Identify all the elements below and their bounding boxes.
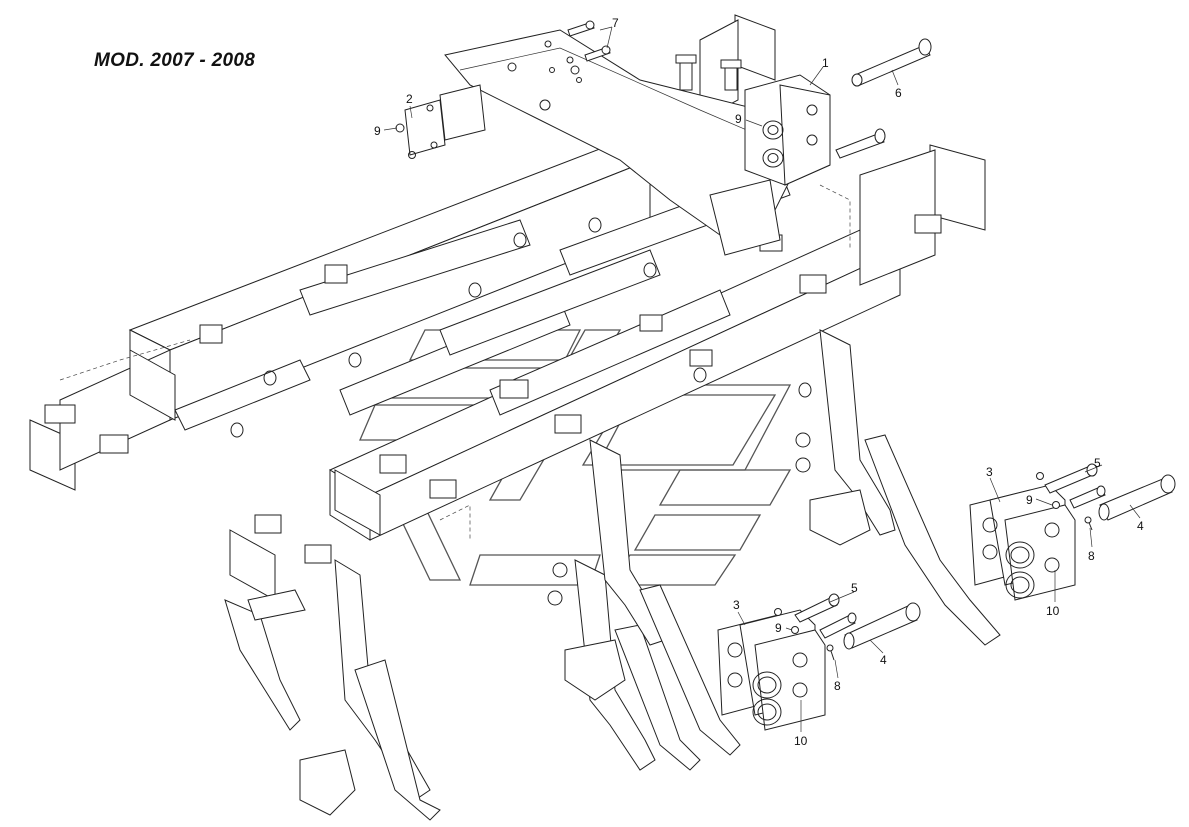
callout-10-lower: 10 xyxy=(794,734,808,748)
callout-4-lower: 4 xyxy=(880,653,887,667)
callout-9-right: 9 xyxy=(1026,493,1033,507)
shank-2 xyxy=(564,559,701,771)
left-mount-plate xyxy=(129,349,176,421)
pivot-assembly-lower xyxy=(717,593,921,731)
shank-3 xyxy=(589,439,741,756)
lower-mount-plate xyxy=(229,529,276,601)
callout-1: 1 xyxy=(822,56,829,70)
top-rear-tower xyxy=(734,14,776,81)
leader-lines xyxy=(383,26,1141,732)
cross-member-4 xyxy=(439,249,661,356)
callout-labels: 1 2 9 9 6 7 3 5 9 8 4 10 3 5 9 8 4 10 xyxy=(374,16,1144,748)
shank-1 xyxy=(299,559,441,821)
shank-4 xyxy=(809,329,1001,646)
main-frame-assembly xyxy=(29,14,986,606)
callout-2: 2 xyxy=(406,92,413,106)
hitch-bracket-assembly xyxy=(444,29,831,256)
shank-assemblies xyxy=(224,329,1001,821)
clamp-part-2 xyxy=(395,84,486,159)
callout-4-right: 4 xyxy=(1137,519,1144,533)
pivot-assembly-right xyxy=(969,463,1176,601)
callout-10-right: 10 xyxy=(1046,604,1060,618)
callout-9-top-right: 9 xyxy=(735,112,742,126)
diagram-title: MOD. 2007 - 2008 xyxy=(94,50,256,71)
callout-3-right: 3 xyxy=(986,465,993,479)
mid-mount-plate xyxy=(334,469,381,536)
pin-part-6 xyxy=(835,38,932,159)
callout-6: 6 xyxy=(895,86,902,100)
callout-5-right: 5 xyxy=(1094,456,1101,470)
callout-3-lower: 3 xyxy=(733,598,740,612)
callout-8-lower: 8 xyxy=(834,679,841,693)
bolts-part-7 xyxy=(544,20,611,83)
callout-8-right: 8 xyxy=(1088,549,1095,563)
shank-5 xyxy=(224,589,306,731)
callout-9-top-left: 9 xyxy=(374,124,381,138)
cross-member-2 xyxy=(299,219,531,316)
callout-9-lower: 9 xyxy=(775,621,782,635)
callout-7: 7 xyxy=(612,16,619,30)
callout-5-lower: 5 xyxy=(851,581,858,595)
